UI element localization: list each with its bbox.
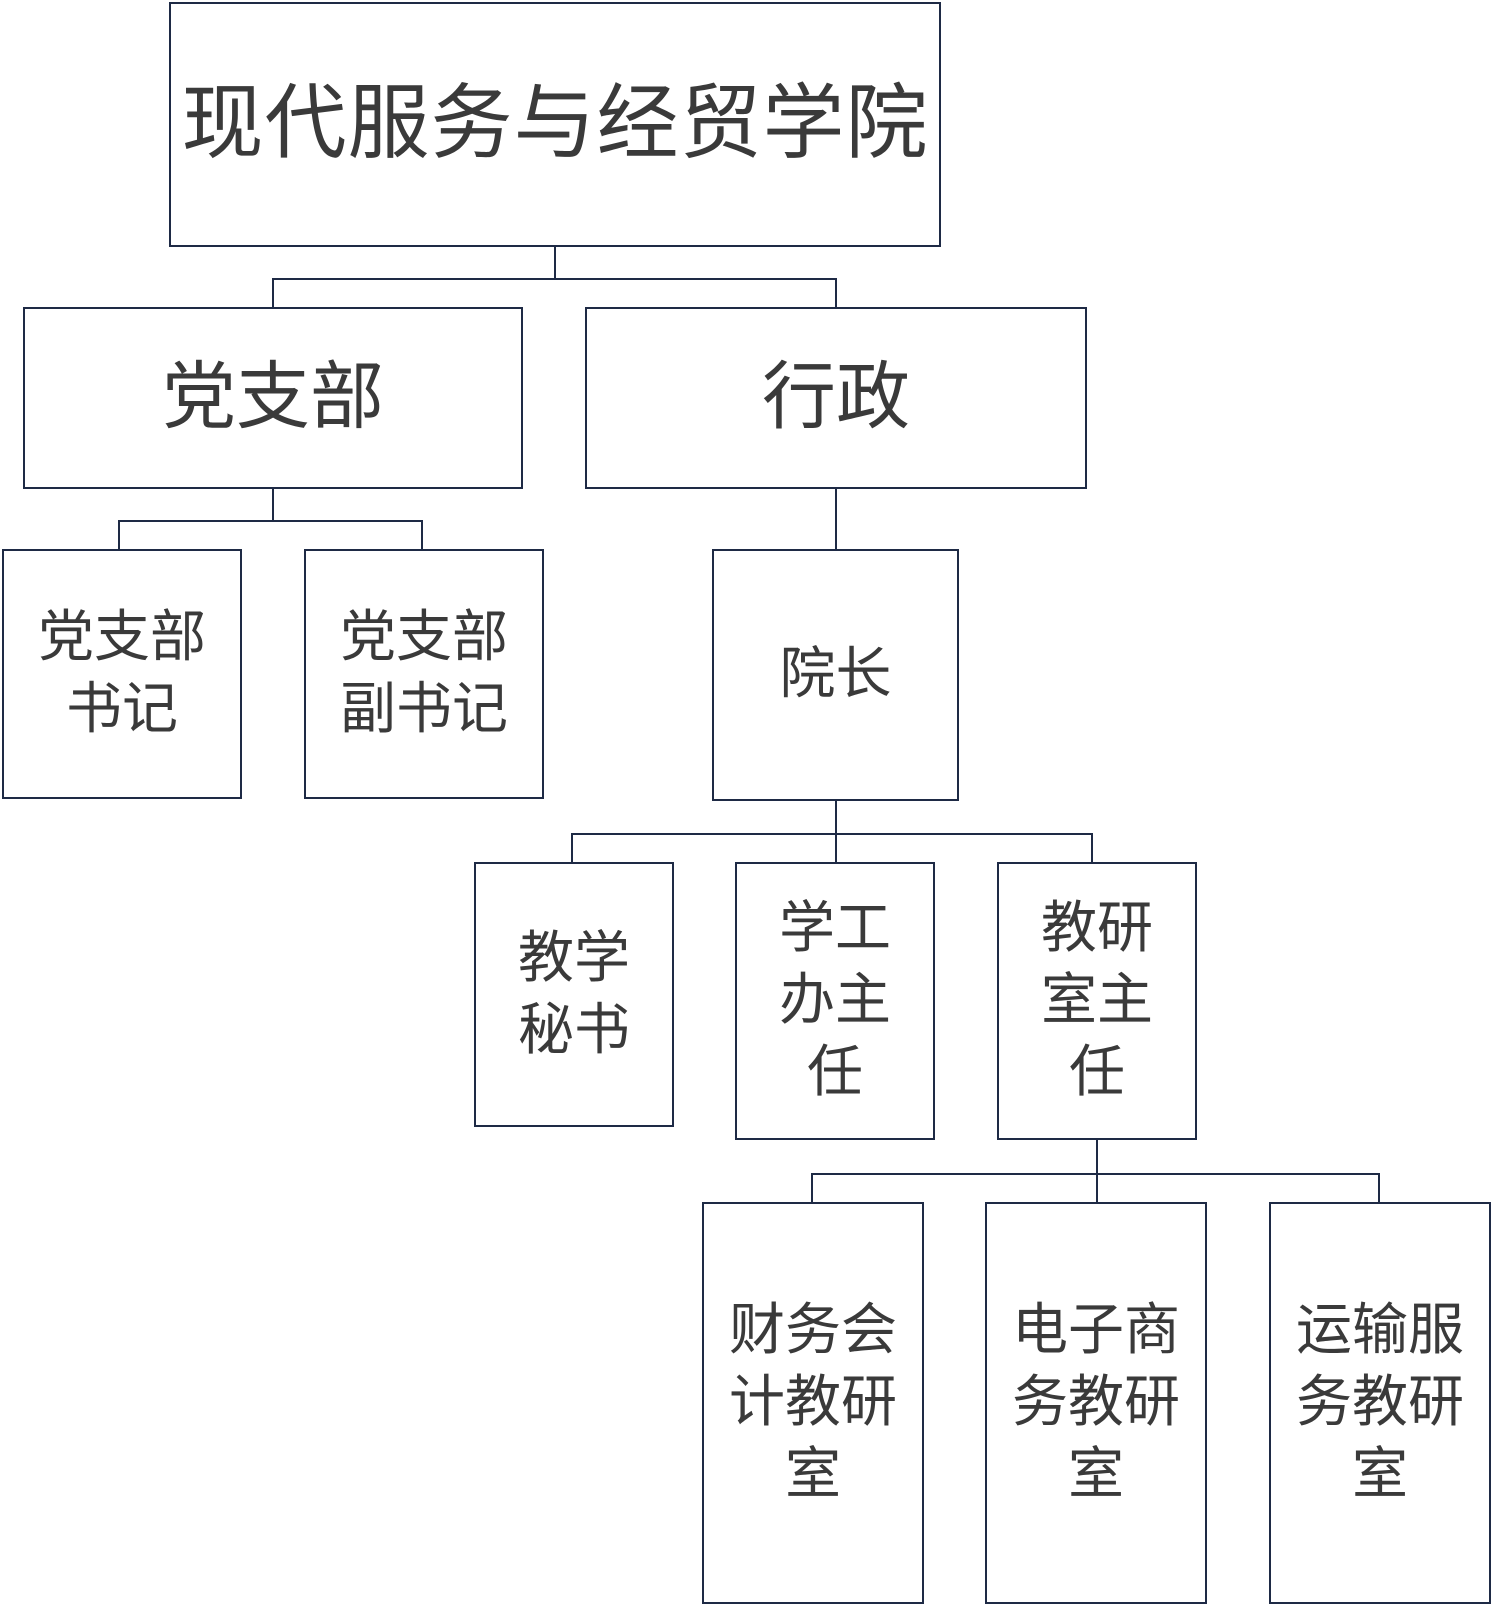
node-party-branch-label: 党支部 xyxy=(162,354,384,441)
node-party-branch: 党支部 xyxy=(23,307,523,489)
connector-dean-branch xyxy=(571,833,1093,862)
node-student-affairs-director: 学工 办主 任 xyxy=(735,862,935,1140)
node-student-affairs-director-label: 学工 办主 任 xyxy=(779,896,891,1105)
node-party-secretary: 党支部 书记 xyxy=(2,549,242,799)
node-dean: 院长 xyxy=(712,549,959,801)
node-teaching-secretary: 教学 秘书 xyxy=(474,862,674,1127)
node-dean-label: 院长 xyxy=(779,642,892,707)
node-teaching-office-director-label: 教研 室主 任 xyxy=(1041,896,1153,1105)
node-party-deputy-secretary: 党支部 副书记 xyxy=(304,549,544,799)
node-administration: 行政 xyxy=(585,307,1087,489)
node-ecommerce-office-label: 电子商 务教研 室 xyxy=(1012,1298,1180,1507)
connector-party-branch xyxy=(118,520,423,549)
node-teaching-office-director: 教研 室主 任 xyxy=(997,862,1197,1140)
node-transport-service-office-label: 运输服 务教研 室 xyxy=(1296,1298,1464,1507)
connector-office-branch xyxy=(811,1173,1380,1202)
node-finance-accounting-office-label: 财务会 计教研 室 xyxy=(729,1298,897,1507)
node-administration-label: 行政 xyxy=(762,354,910,441)
node-college-label: 现代服务与经贸学院 xyxy=(181,76,929,172)
node-teaching-secretary-label: 教学 秘书 xyxy=(518,925,630,1063)
node-party-deputy-secretary-label: 党支部 副书记 xyxy=(340,605,508,742)
node-ecommerce-office: 电子商 务教研 室 xyxy=(985,1202,1207,1604)
node-college: 现代服务与经贸学院 xyxy=(169,2,941,247)
connector-root-branch xyxy=(272,278,837,307)
node-party-secretary-label: 党支部 书记 xyxy=(38,605,206,742)
node-transport-service-office: 运输服 务教研 室 xyxy=(1269,1202,1491,1604)
node-finance-accounting-office: 财务会 计教研 室 xyxy=(702,1202,924,1604)
